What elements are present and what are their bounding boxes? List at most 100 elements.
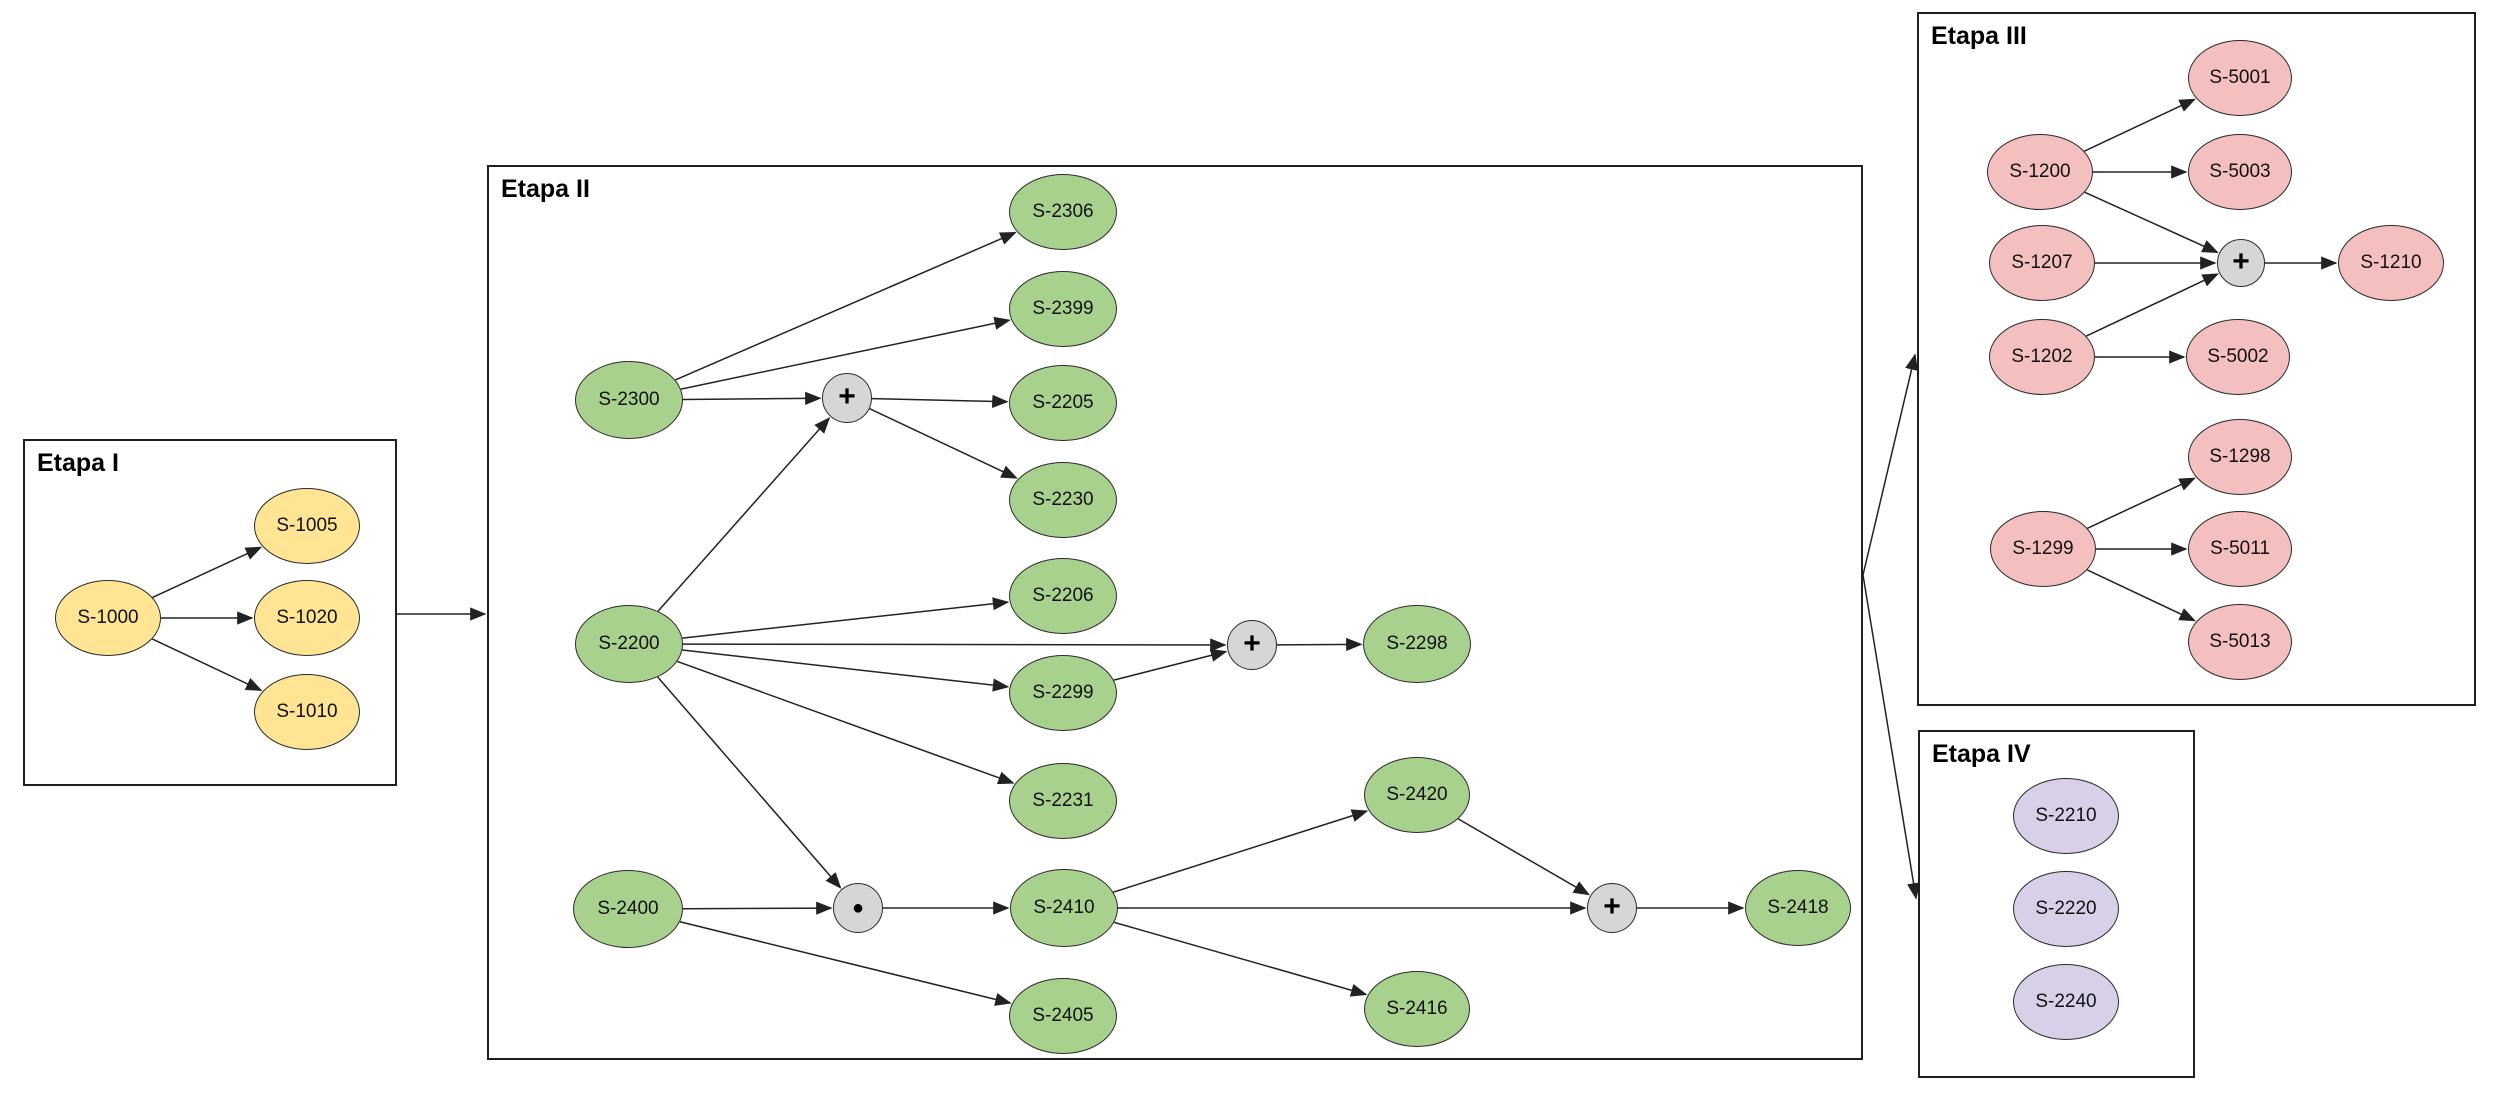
node-S-1200[interactable]: S-1200 [1987,134,2093,210]
operator-dot-a-dot[interactable]: ● [833,883,883,933]
plus-operator-icon: + [1243,627,1261,660]
node-label-S-2299: S-2299 [1032,682,1094,703]
node-S-1207[interactable]: S-1207 [1989,225,2095,301]
node-S-1005[interactable]: S-1005 [254,488,360,564]
node-label-S-2300: S-2300 [598,389,660,410]
plus-operator-icon: + [2232,245,2250,278]
stage-title-etapa-3: Etapa III [1931,22,2027,50]
node-label-S-1202: S-1202 [2011,346,2073,367]
node-label-S-2231: S-2231 [1032,790,1094,811]
node-label-S-2418: S-2418 [1767,897,1829,918]
plus-operator-icon: + [1603,890,1621,923]
edge-S-1000-to-S-1010 [151,638,263,691]
node-S-2399[interactable]: S-2399 [1009,271,1117,347]
node-label-S-5002: S-5002 [2207,346,2269,367]
node-S-2299[interactable]: S-2299 [1009,655,1117,731]
node-label-S-2220: S-2220 [2035,898,2097,919]
node-label-S-2230: S-2230 [1032,489,1094,510]
node-S-2306[interactable]: S-2306 [1009,174,1117,250]
node-label-S-5001: S-5001 [2209,67,2271,88]
node-S-2400[interactable]: S-2400 [573,870,683,948]
node-label-S-1005: S-1005 [276,515,338,536]
operator-plus-c-plus[interactable]: + [1587,883,1637,933]
node-label-S-2416: S-2416 [1386,998,1448,1019]
node-S-2416[interactable]: S-2416 [1364,971,1470,1047]
node-label-S-2405: S-2405 [1032,1005,1094,1026]
edge-S-1299-to-S-1298 [2087,477,2196,529]
node-label-S-2206: S-2206 [1032,585,1094,606]
node-S-2410[interactable]: S-2410 [1010,869,1118,947]
edge-S-1200-to-S-5001 [2084,98,2196,152]
dot-operator-icon: ● [851,897,865,919]
edge-S-1202-to-plus-d [2085,273,2219,337]
node-S-2220[interactable]: S-2220 [2013,871,2119,947]
operator-plus-a-plus[interactable]: + [822,373,872,423]
node-label-S-1000: S-1000 [77,607,139,628]
connector-etapa2-to-etapa4 [1862,574,1921,900]
edge-S-1200-to-plus-d [2084,191,2219,253]
edge-S-2400-to-S-2405 [679,921,1012,1006]
node-S-2205[interactable]: S-2205 [1009,365,1117,441]
node-label-S-1010: S-1010 [276,701,338,722]
node-label-S-1299: S-1299 [2012,538,2074,559]
node-label-S-1207: S-1207 [2011,252,2073,273]
node-S-5011[interactable]: S-5011 [2188,511,2292,587]
node-label-S-5003: S-5003 [2209,161,2271,182]
node-S-2420[interactable]: S-2420 [1364,757,1470,833]
operator-plus-b-plus[interactable]: + [1227,620,1277,670]
node-S-1210[interactable]: S-1210 [2338,225,2444,301]
edge-S-2200-to-S-2299 [682,649,1010,692]
node-S-1202[interactable]: S-1202 [1989,319,2095,395]
node-S-5001[interactable]: S-5001 [2188,40,2292,116]
node-S-2298[interactable]: S-2298 [1363,605,1471,683]
node-S-2240[interactable]: S-2240 [2013,964,2119,1040]
node-label-S-2298: S-2298 [1386,633,1448,654]
operator-plus-d-plus[interactable]: + [2217,239,2265,287]
connector-etapa2-to-etapa3 [1862,353,1919,576]
node-label-S-5011: S-5011 [2210,538,2270,559]
node-S-2405[interactable]: S-2405 [1009,978,1117,1054]
node-S-2418[interactable]: S-2418 [1745,870,1851,946]
edge-S-1299-to-S-5013 [2086,569,2197,622]
node-S-2200[interactable]: S-2200 [575,605,683,683]
node-label-S-2205: S-2205 [1032,392,1094,413]
node-S-1298[interactable]: S-1298 [2188,419,2292,495]
node-S-5002[interactable]: S-5002 [2186,319,2290,395]
node-label-S-1210: S-1210 [2360,252,2422,273]
edge-S-2300-to-S-2399 [680,316,1011,390]
edge-S-2200-to-plus-b [682,638,1227,652]
edge-S-2410-to-S-2420 [1113,809,1369,893]
node-label-S-1200: S-1200 [2009,161,2071,182]
node-S-2231[interactable]: S-2231 [1009,763,1117,839]
edge-S-2200-to-plus-a [657,416,831,612]
node-S-1020[interactable]: S-1020 [254,580,360,656]
node-label-S-2210: S-2210 [2035,805,2097,826]
edge-S-2299-to-plus-b [1113,648,1228,681]
edge-S-2200-to-dot-a [657,676,842,889]
node-label-S-2420: S-2420 [1386,784,1448,805]
edge-S-2420-to-plus-c [1457,818,1591,896]
node-S-2230[interactable]: S-2230 [1009,462,1117,538]
edge-plus-a-to-S-2230 [869,407,1018,479]
stage-box-etapa-3[interactable]: Etapa III [1917,12,2476,706]
node-S-2210[interactable]: S-2210 [2013,778,2119,854]
stage-box-etapa-2[interactable]: Etapa II [487,165,1863,1060]
node-S-1000[interactable]: S-1000 [55,580,161,656]
node-S-1010[interactable]: S-1010 [254,674,360,750]
stage-title-etapa-2: Etapa II [501,175,590,203]
edge-plus-b-to-S-2298 [1276,637,1363,652]
node-label-S-2200: S-2200 [598,633,660,654]
node-label-S-2240: S-2240 [2035,991,2097,1012]
stage-box-etapa-1[interactable]: Etapa I [23,439,397,786]
node-S-1299[interactable]: S-1299 [1990,511,2096,587]
node-label-S-1298: S-1298 [2209,446,2271,467]
node-S-2300[interactable]: S-2300 [575,361,683,439]
node-S-5013[interactable]: S-5013 [2188,604,2292,680]
edge-S-2200-to-S-2231 [677,660,1015,785]
node-label-S-2410: S-2410 [1033,897,1095,918]
node-S-5003[interactable]: S-5003 [2188,134,2292,210]
stage-box-etapa-4[interactable]: Etapa IV [1918,730,2195,1078]
node-S-2206[interactable]: S-2206 [1009,558,1117,634]
plus-operator-icon: + [838,380,856,413]
edge-S-2410-to-S-2416 [1113,921,1368,997]
